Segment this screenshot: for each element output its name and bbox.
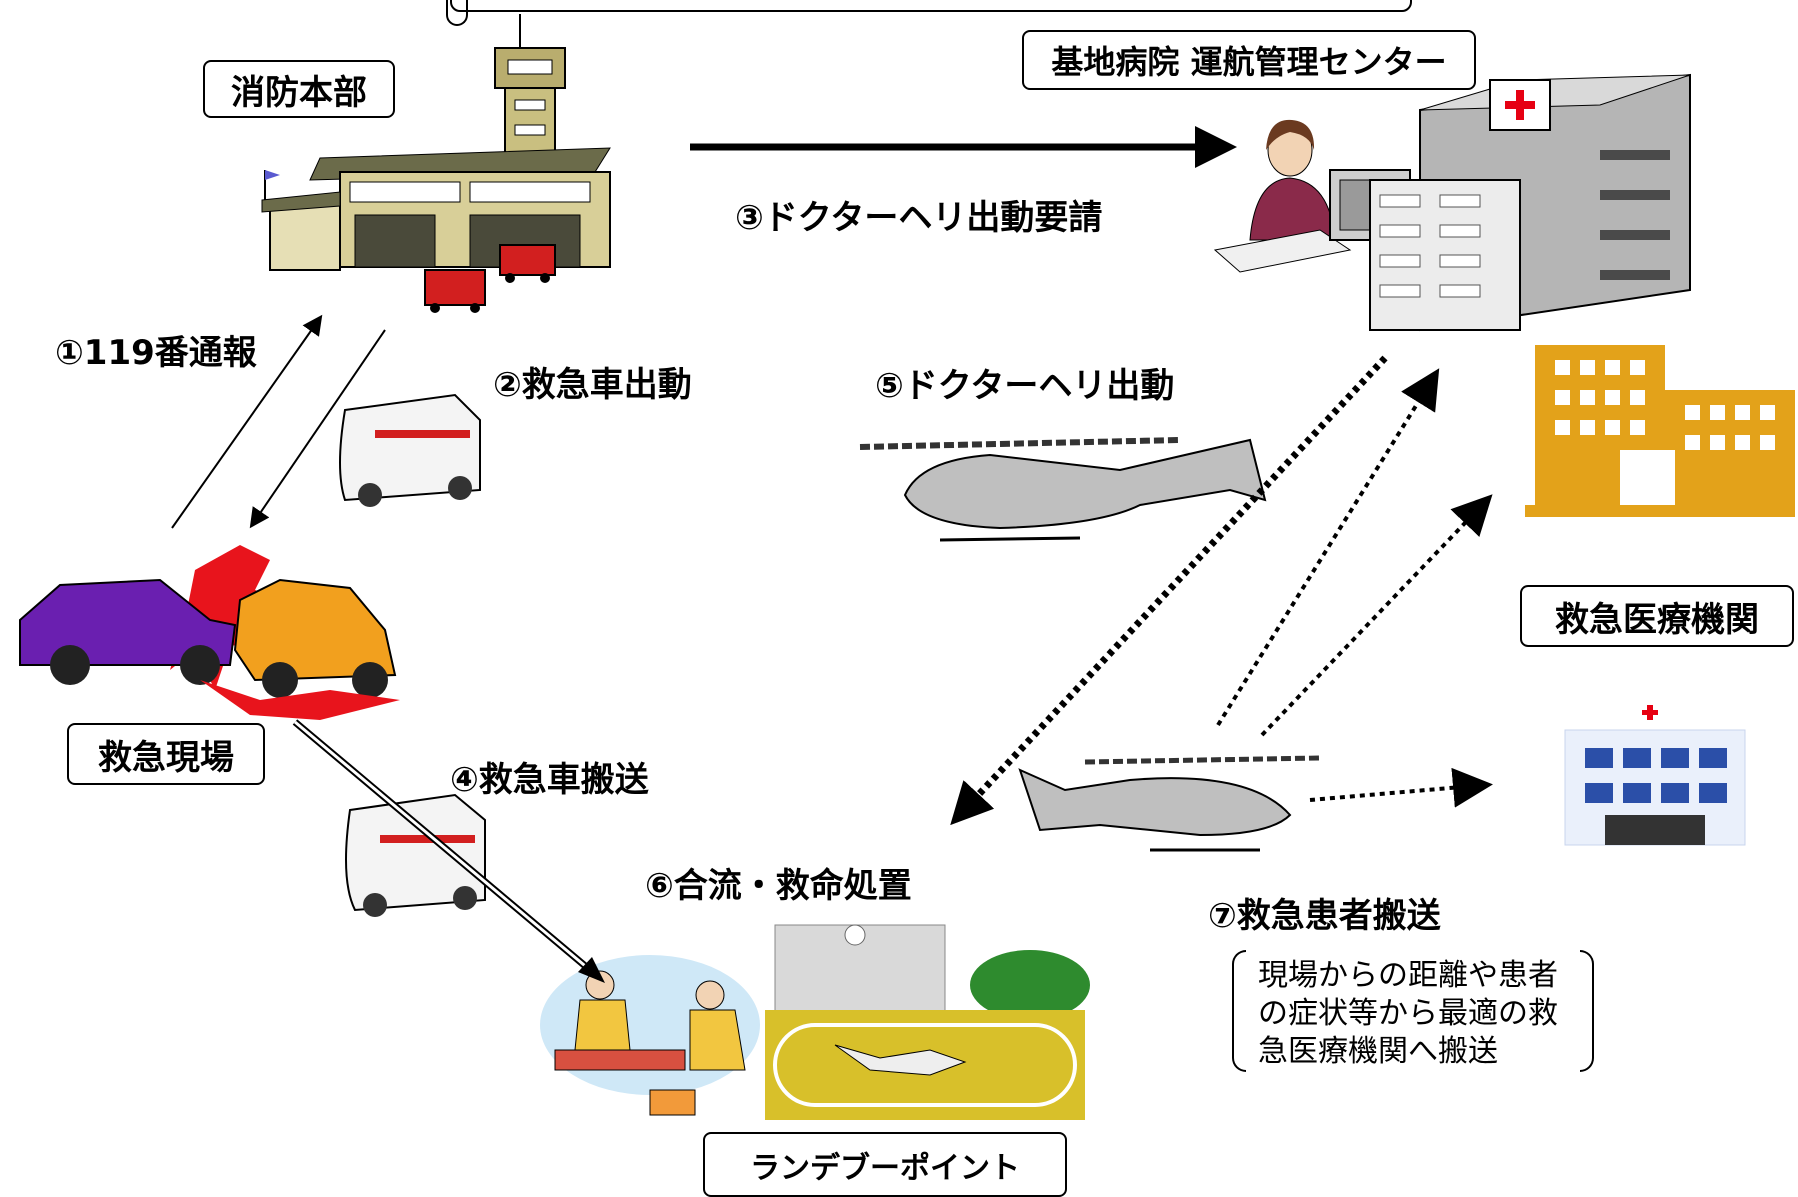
- step-7-label: ⑦救急患者搬送: [1208, 896, 1441, 936]
- rendezvous-point-label: ランデブーポイント: [703, 1132, 1067, 1197]
- step-2-label: ②救急車出動: [493, 365, 692, 405]
- step-6-label: ⑥合流・救命処置: [645, 866, 912, 906]
- base-hospital-label: 基地病院 運航管理センター: [1022, 30, 1476, 90]
- dispatch-arrow: [249, 329, 386, 529]
- step-3-label: ③ドクターヘリ出動要請: [735, 198, 1103, 238]
- top-partial-box: [450, 0, 1412, 12]
- note-line-3: 急医療機関へ搬送: [1258, 1034, 1498, 1069]
- heli-to-clinic-arrow: [1309, 767, 1493, 808]
- fire-station-illustration: [261, 14, 611, 313]
- ambulance-illustration: [339, 393, 481, 507]
- accident-scene-label: 救急現場: [67, 723, 265, 785]
- car-crash-illustration: [19, 545, 400, 720]
- ambulance-illustration-2: [345, 793, 486, 917]
- helicopter-illustration-2: [1018, 755, 1321, 852]
- heli-dispatch-arrow: [950, 355, 1388, 826]
- transport-arrow: [292, 719, 605, 983]
- note-bracket-right: [1580, 950, 1594, 1072]
- heli-to-institution-arrow: [1260, 494, 1493, 737]
- fire-hq-label: 消防本部: [203, 60, 395, 118]
- heliport-illustration: [765, 924, 1090, 1120]
- heli-return-arrow: [1216, 368, 1440, 727]
- top-partial-bracket: [446, 0, 468, 26]
- medics-illustration: [540, 955, 760, 1116]
- note-bracket-left: [1232, 950, 1246, 1072]
- step-5-label: ⑤ドクターヘリ出動: [875, 366, 1175, 406]
- base-hospital-illustration: [1369, 73, 1691, 332]
- step-4-label: ④救急車搬送: [450, 760, 649, 800]
- step-1-label: ①119番通報: [55, 333, 257, 373]
- call-arrow: [171, 314, 323, 529]
- helicopter-illustration: [859, 437, 1267, 542]
- note-line-1: 現場からの距離や患者: [1258, 958, 1558, 993]
- emergency-institution-label: 救急医療機関: [1520, 585, 1794, 647]
- note-line-2: の症状等から最適の救: [1258, 996, 1558, 1031]
- emergency-institution-illustration: [1525, 345, 1795, 517]
- clinic-illustration: [1564, 705, 1746, 846]
